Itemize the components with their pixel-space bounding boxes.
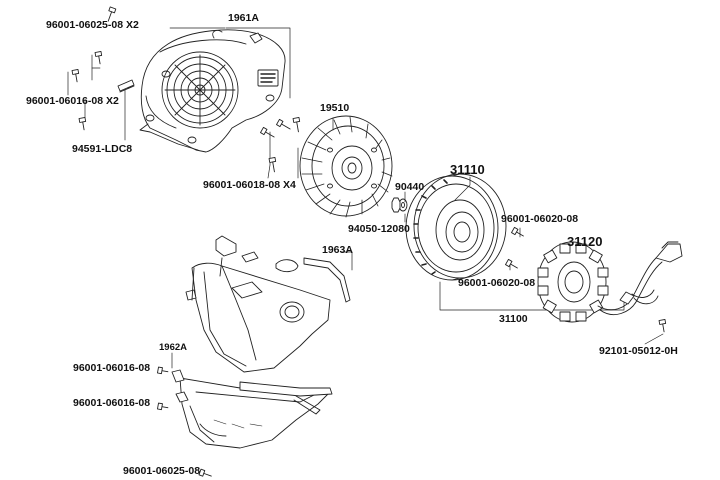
screws-stator: [505, 226, 524, 269]
screws-cover: [71, 6, 135, 131]
leader-lines: [67, 27, 664, 369]
flywheel-part: [405, 173, 507, 281]
label-screw-16-b: 96001-06016-08: [73, 397, 151, 409]
lower-shroud-part: [171, 369, 333, 449]
label-clip: 94591-LDC8: [72, 143, 133, 155]
label-screw-16-x2: 96001-06016-08 X2: [26, 95, 119, 107]
screws-lower: [157, 366, 212, 477]
label-nut: 94050-12080: [348, 223, 410, 235]
label-washer: 90440: [395, 181, 425, 193]
fan-cover-part: [139, 29, 286, 153]
shroud-part: [185, 235, 351, 373]
label-screw-16-a: 96001-06016-08: [73, 362, 151, 374]
label-shroud: 1963A: [322, 244, 353, 256]
screws-fan: [260, 117, 301, 173]
label-stator: 31120: [567, 234, 603, 249]
label-screw-20-a: 96001-06020-08: [501, 213, 579, 225]
stator-part: [537, 241, 683, 333]
cooling-fan-part: [299, 115, 393, 218]
label-fan-cover: 1961A: [228, 12, 259, 24]
label-generator-assy: 31100: [499, 313, 528, 325]
label-screw-20-b: 96001-06020-08: [458, 277, 536, 289]
label-screw-25: 96001-06025-08: [123, 465, 201, 477]
label-screw-18-x4: 96001-06018-08 X4: [203, 179, 296, 191]
label-bolt: 92101-05012-0H: [599, 345, 678, 357]
label-screw-08-x2: 96001-06025-08 X2: [46, 19, 139, 31]
label-lower-shroud: 1962A: [159, 342, 187, 353]
washer-nut-part: [391, 197, 408, 213]
label-flywheel: 31110: [450, 162, 485, 177]
label-fan: 19510: [320, 102, 350, 114]
